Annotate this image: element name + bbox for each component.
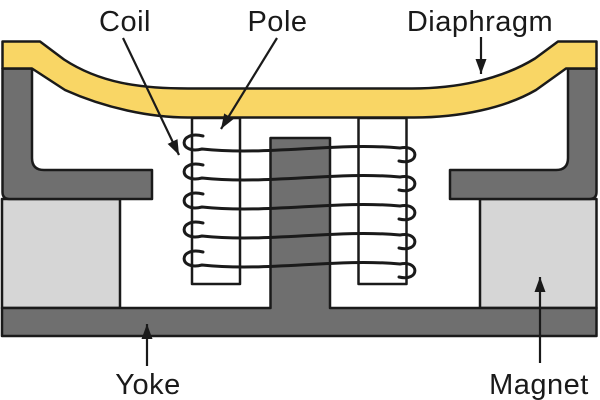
coil-arrow xyxy=(122,37,180,156)
yoke-label: Yoke xyxy=(115,369,180,400)
pole-tube-right xyxy=(357,116,408,286)
magnet-right-block xyxy=(478,197,598,310)
magnet-left-block xyxy=(0,197,122,310)
pole-tube-left xyxy=(190,116,242,286)
coil-turn xyxy=(182,162,417,193)
pole-label: Pole xyxy=(247,6,307,38)
diaphragm-label: Diaphragm xyxy=(407,6,553,38)
yoke-right-bracket xyxy=(448,67,598,201)
diaphragm-shape xyxy=(1,40,598,119)
pole-arrow xyxy=(220,37,278,130)
coil-label: Coil xyxy=(99,6,151,38)
coil-winding xyxy=(182,133,417,280)
magnet-label: Magnet xyxy=(489,369,589,400)
coil-turn xyxy=(182,249,417,280)
coil-turn xyxy=(182,191,417,222)
coil-turn xyxy=(182,133,417,164)
yoke-left-bracket xyxy=(1,67,154,201)
coil-turn xyxy=(182,220,417,251)
